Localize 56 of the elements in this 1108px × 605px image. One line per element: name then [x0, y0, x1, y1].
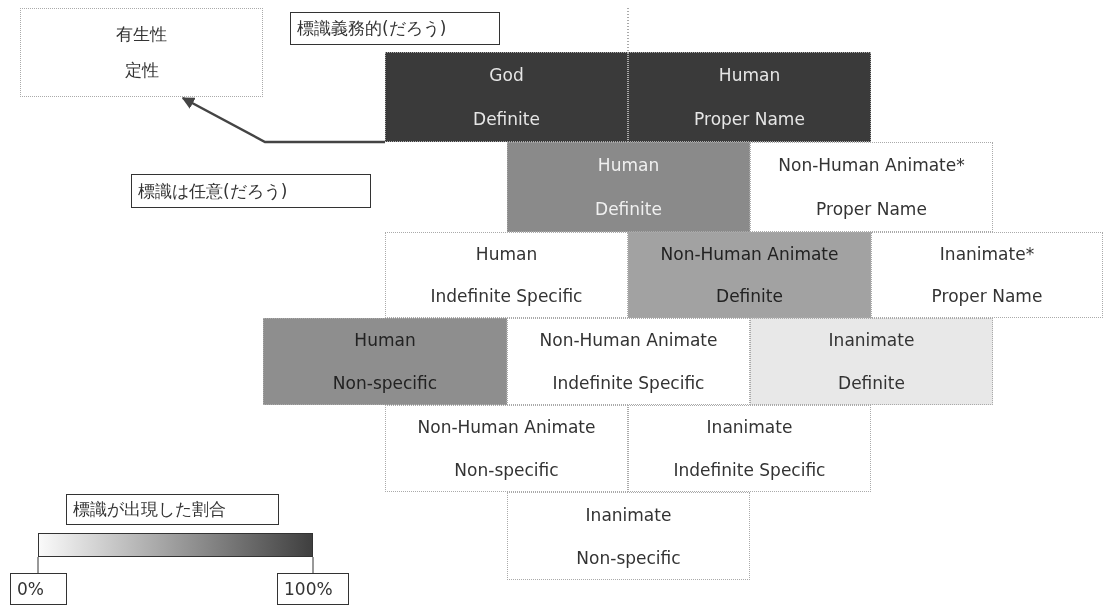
cell-text: Human — [597, 155, 660, 175]
grid-cell — [385, 52, 628, 142]
cell-text: Non-Human Animate — [539, 330, 718, 351]
tick-line — [312, 556, 314, 574]
cell-text: Non-specific — [332, 372, 438, 393]
label-box — [131, 174, 371, 208]
cell-text: Non-Human Animate* — [778, 155, 965, 175]
arrow — [181, 96, 385, 144]
grid-cell — [263, 318, 507, 405]
axis-text: 有生性 — [116, 23, 167, 47]
grid-cell — [507, 492, 750, 580]
cell-text: Proper Name — [694, 109, 805, 129]
cell-text: Non-specific — [454, 459, 559, 480]
cell-text: Indefinite Specific — [430, 286, 583, 306]
grid-cell — [628, 52, 871, 142]
cell-text: Non-Human Animate — [417, 417, 596, 438]
cell-text: God — [489, 65, 524, 85]
grid-cell — [507, 318, 750, 405]
cell-text: Inanimate — [828, 330, 915, 351]
cell-text: Human — [475, 244, 538, 264]
label-box — [277, 573, 349, 605]
label-text: 0% — [17, 579, 44, 599]
label-box — [66, 494, 279, 525]
label-text: 標識は任意(だろう) — [138, 179, 288, 203]
cell-text: Non-Human Animate — [660, 244, 839, 264]
gradient-bar — [38, 533, 313, 557]
axis-legend-box — [20, 8, 263, 97]
cell-text: Inanimate — [706, 417, 793, 438]
cell-text: Indefinite Specific — [552, 372, 705, 393]
grid-cell — [385, 232, 628, 318]
grid-cell — [628, 232, 871, 318]
cell-text: Non-specific — [576, 547, 681, 568]
cell-text: Indefinite Specific — [673, 459, 826, 480]
cell-text: Definite — [473, 109, 540, 129]
cell-text: Proper Name — [931, 286, 1043, 306]
grid-cell — [871, 232, 1103, 318]
grid-cell — [507, 142, 750, 232]
tick-line — [37, 556, 39, 574]
grid-cell — [750, 318, 993, 405]
cell-text: Definite — [838, 372, 905, 393]
grid-cell — [750, 142, 993, 232]
label-text: 100% — [284, 579, 333, 599]
axis-text: 定性 — [124, 58, 159, 82]
cell-text: Definite — [716, 286, 783, 306]
cell-text: Inanimate — [585, 504, 672, 525]
grid-cell — [628, 405, 871, 492]
cell-text: Definite — [595, 199, 662, 219]
cell-text: Inanimate* — [939, 244, 1035, 264]
cell-text: Proper Name — [816, 199, 927, 219]
label-text: 標識義務的(だろう) — [297, 17, 447, 40]
cell-text: Human — [354, 330, 416, 351]
label-text: 標識が出現した割合 — [73, 498, 226, 521]
cell-text: Human — [718, 65, 781, 85]
grid-cell — [385, 405, 628, 492]
label-box — [10, 573, 67, 605]
label-box — [290, 12, 500, 45]
